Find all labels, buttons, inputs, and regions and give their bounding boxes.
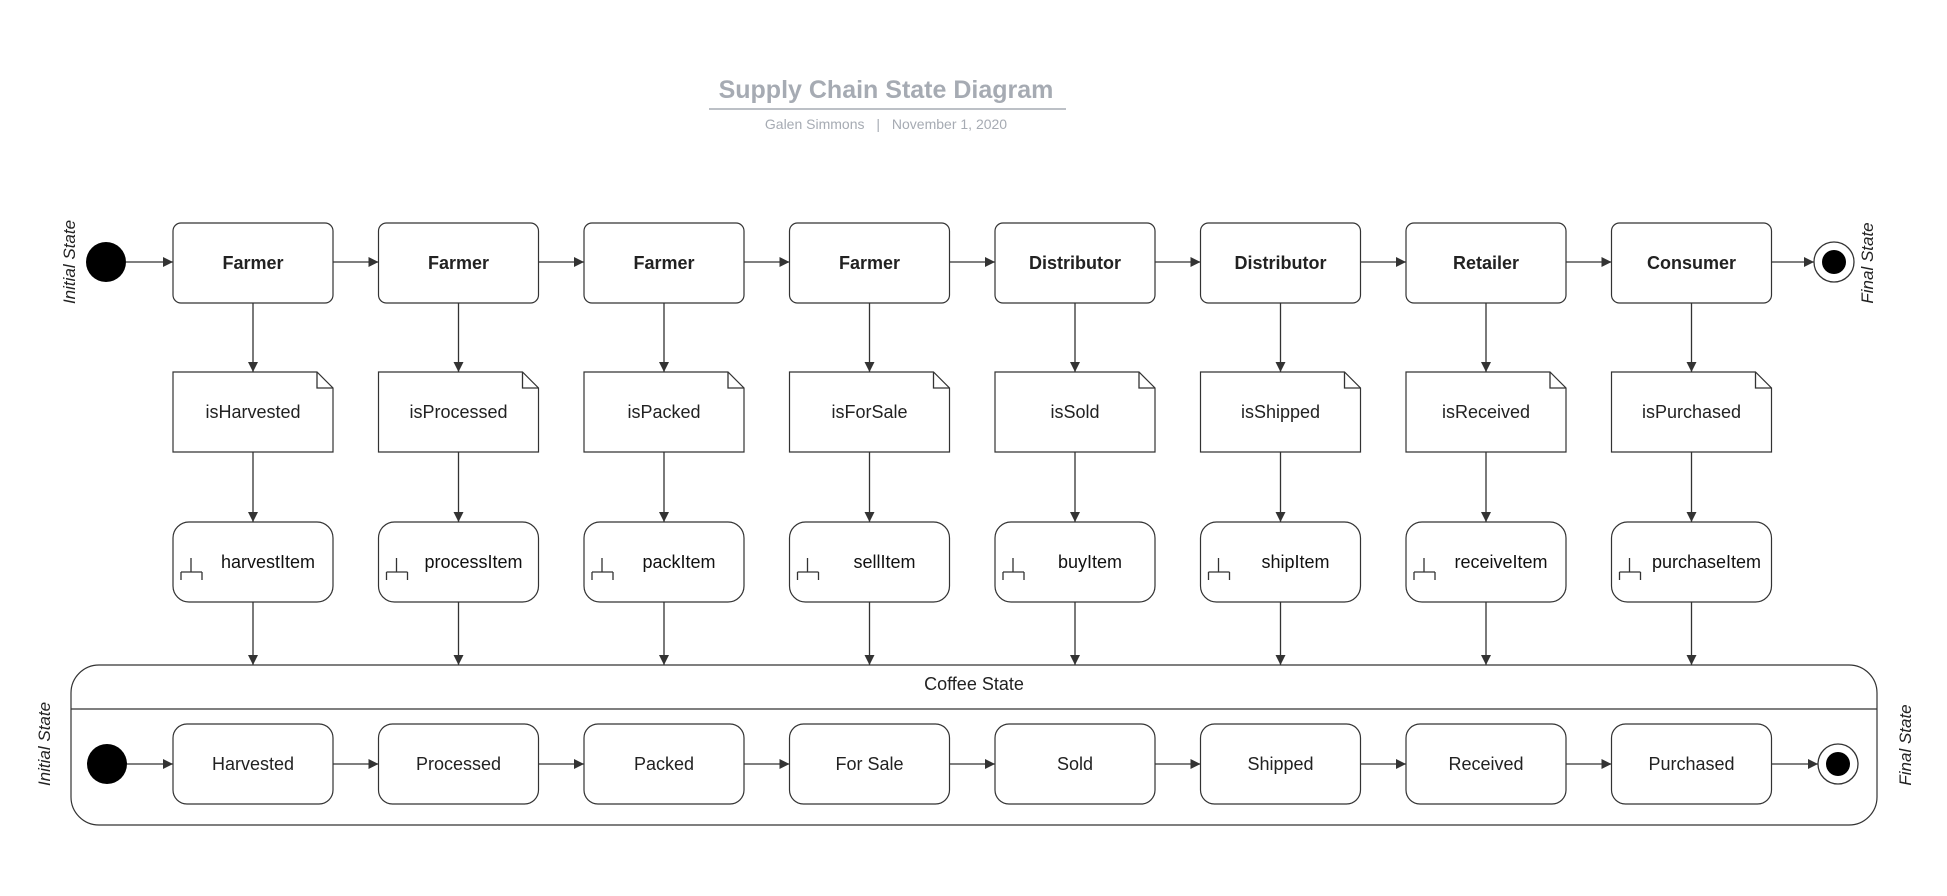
fork-icon [1207,558,1231,580]
function-label: packItem [642,552,715,572]
note-fold-icon [1343,372,1361,389]
coffee-state-label: Harvested [212,754,294,774]
coffee-state: Packed [583,723,790,805]
actor-label: Distributor [1235,253,1327,273]
coffee-state-label: Received [1448,754,1523,774]
coffee-state-label: Sold [1057,754,1093,774]
coffee-state-label: Processed [416,754,501,774]
final-state-node-core [1822,250,1846,274]
function-label: harvestItem [221,552,315,572]
fork-icon [1413,558,1436,580]
condition-label: isForSale [831,402,907,422]
actor-label: Farmer [633,253,694,273]
stage-column: Consumer isPurchased purchaseItem [1610,222,1814,665]
function-label: processItem [424,552,522,572]
stage-column: Farmer isForSale sellItem [788,222,995,665]
diagram-title: Supply Chain State Diagram [719,76,1054,104]
coffee-state: Harvested [172,723,379,805]
stage-column: Farmer isHarvested harvestItem [172,222,379,665]
note-fold-icon [316,372,333,389]
condition-note [788,371,951,453]
composite-initial-label: Initial State [35,702,54,786]
author-name: Galen Simmons [765,116,865,132]
fork-icon [1618,558,1642,580]
condition-label: isProcessed [409,402,507,422]
diagram-header: Supply Chain State Diagram Galen Simmons… [709,76,1066,132]
coffee-state: Received [1405,723,1612,805]
function-label: shipItem [1261,552,1329,572]
coffee-state: Sold [994,723,1201,805]
condition-label: isPacked [627,402,700,422]
coffee-state-label: For Sale [835,754,903,774]
coffee-state: For Sale [788,723,995,805]
composite-final-node-core [1826,752,1850,776]
condition-note [172,371,334,453]
subtitle-separator: | [876,116,880,132]
coffee-state: Shipped [1199,723,1406,805]
function-label: sellItem [853,552,915,572]
stage-column: Retailer isReceived receiveItem [1405,222,1612,665]
top-row: Initial State Farmer isHarvested harvestIt… [60,220,1877,665]
composite-state-coffee: Coffee State Initial State Harvested Proc… [35,664,1915,826]
final-state-label: Final State [1858,222,1877,303]
stage-column: Farmer isProcessed processItem [377,222,584,665]
diagram-subtitle: Galen Simmons | November 1, 2020 [765,116,1007,132]
coffee-state: Processed [377,723,584,805]
coffee-state-label: Purchased [1648,754,1734,774]
condition-label: isSold [1050,402,1099,422]
stage-column: Distributor isShipped shipItem [1199,222,1406,665]
condition-note [1610,371,1773,453]
note-fold-icon [932,372,950,389]
condition-note [994,371,1156,453]
actor-label: Retailer [1453,253,1519,273]
actor-label: Farmer [222,253,283,273]
function-label: receiveItem [1454,552,1547,572]
composite-final-label: Final State [1896,704,1915,785]
condition-note [1199,371,1362,453]
composite-initial-node [87,744,127,784]
condition-note [583,371,745,453]
note-fold-icon [521,372,539,389]
note-fold-icon [727,372,744,389]
condition-note [377,371,540,453]
coffee-state-label: Packed [634,754,694,774]
stage-column: Distributor isSold buyItem [994,222,1201,665]
diagram-date: November 1, 2020 [892,116,1007,132]
fork-icon [385,558,409,580]
coffee-state: Purchased [1610,723,1818,805]
fork-icon [180,558,203,580]
fork-icon [796,558,820,580]
note-fold-icon [1138,372,1155,389]
function-label: purchaseItem [1652,552,1761,572]
actor-label: Consumer [1647,253,1736,273]
coffee-state-label: Shipped [1247,754,1313,774]
condition-note [1405,371,1567,453]
actor-label: Farmer [839,253,900,273]
function-label: buyItem [1058,552,1122,572]
fork-icon [1002,558,1025,580]
actor-label: Farmer [428,253,489,273]
condition-label: isShipped [1241,402,1320,422]
fork-icon [591,558,614,580]
condition-label: isReceived [1442,402,1530,422]
stage-column: Farmer isPacked packItem [583,222,790,665]
condition-label: isPurchased [1642,402,1741,422]
initial-state-node [86,242,126,282]
condition-label: isHarvested [205,402,300,422]
note-fold-icon [1549,372,1566,389]
initial-state-label: Initial State [60,220,79,304]
composite-state-title: Coffee State [924,674,1024,694]
note-fold-icon [1754,372,1772,389]
actor-label: Distributor [1029,253,1121,273]
